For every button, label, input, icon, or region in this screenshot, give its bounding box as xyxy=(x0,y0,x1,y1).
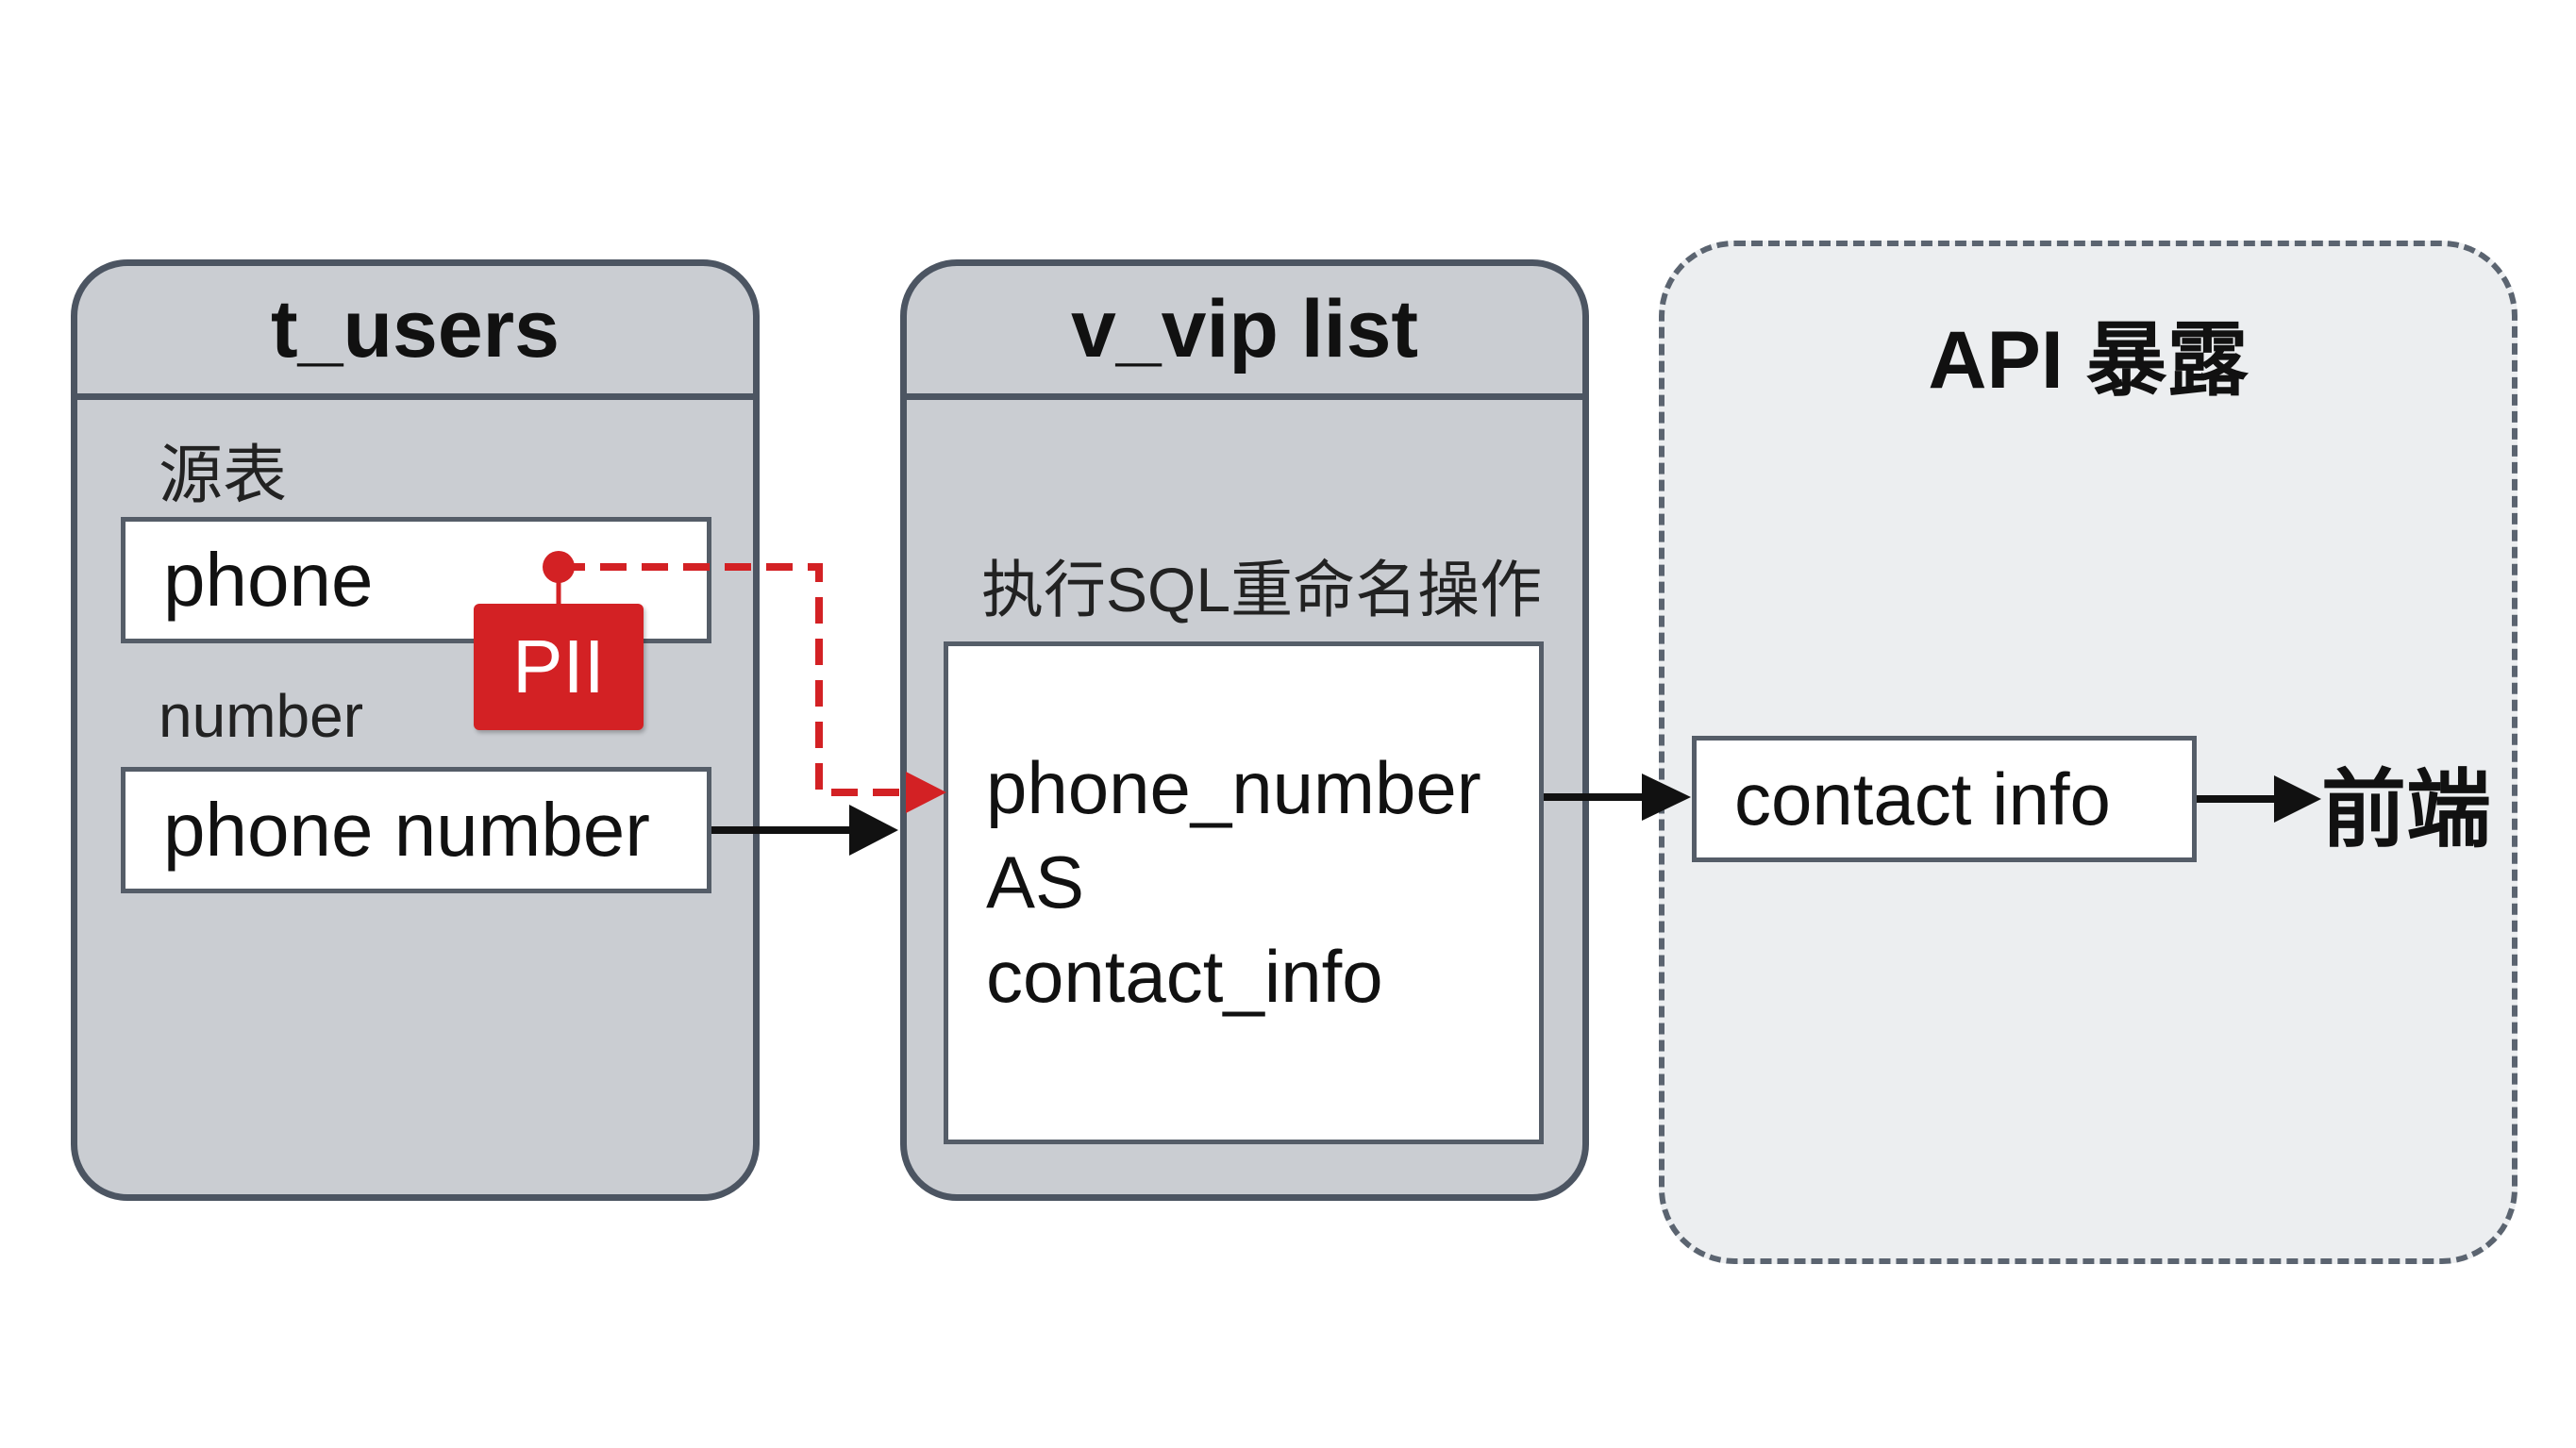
pii-pin-dot xyxy=(543,551,575,583)
phone-number-field: phone number xyxy=(121,767,711,893)
source-table-title: t_users xyxy=(77,266,753,400)
source-table-panel: t_users xyxy=(71,259,760,1201)
source-table-subtitle: 源表 xyxy=(159,440,288,511)
frontend-label: 前端 xyxy=(2321,763,2491,857)
contact-info-field: contact info xyxy=(1692,736,2197,862)
source-to-view-arrow xyxy=(711,805,898,856)
sql-box: phone_number AS contact_info xyxy=(944,641,1544,1144)
api-title: API 暴露 xyxy=(1928,315,2249,406)
phone-field-label: phone xyxy=(163,538,374,622)
api-to-frontend-arrow xyxy=(2197,775,2321,823)
view-operation-label: 执行SQL重命名操作 xyxy=(981,555,1543,624)
sql-line-as: AS xyxy=(986,841,1085,924)
pii-arrowhead xyxy=(906,772,946,813)
pii-badge: PII xyxy=(474,604,644,730)
sql-line-alias: contact_info xyxy=(986,935,1383,1018)
sql-line-source: phone_number xyxy=(986,746,1481,829)
view-title: v_vip list xyxy=(907,266,1582,400)
phone-number-field-label: phone number xyxy=(163,788,650,872)
pii-badge-label: PII xyxy=(512,624,605,708)
number-label: number xyxy=(159,682,363,750)
view-to-api-arrow xyxy=(1544,774,1691,821)
pii-dashed-line xyxy=(559,563,906,796)
contact-info-field-label: contact info xyxy=(1734,757,2111,841)
pii-trace-connector xyxy=(543,551,946,813)
